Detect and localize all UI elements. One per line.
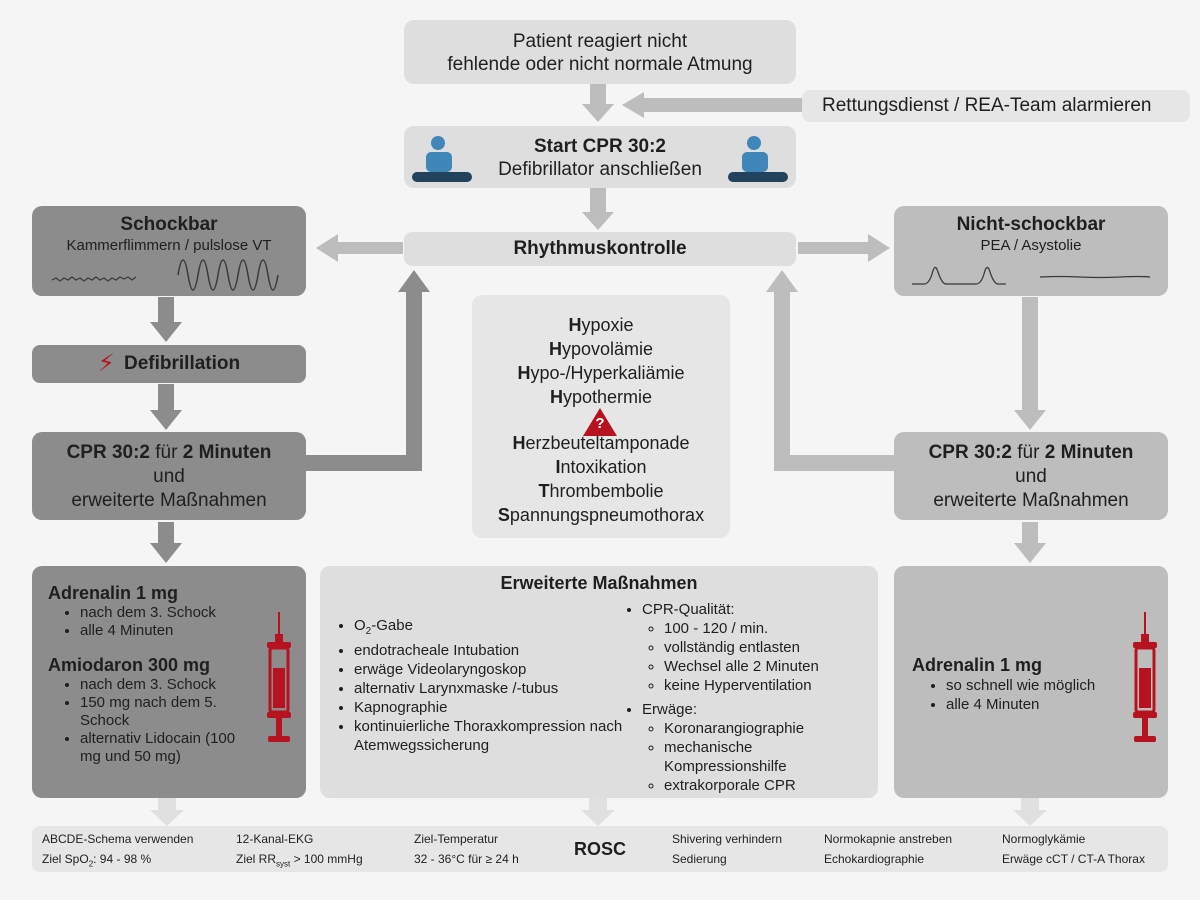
syringe-icon-right xyxy=(1133,612,1157,742)
cpr-quality-label: CPR-Qualität: 100 - 120 / min. vollständ… xyxy=(642,600,862,695)
left-amiodaron-title: Amiodaron 300 mg xyxy=(48,655,211,675)
consider-label: Erwäge: Koronarangiographie mechanische … xyxy=(642,700,862,795)
measure-item: endotracheale Intubation xyxy=(354,641,630,660)
cpr-quality-item: vollständig entlasten xyxy=(664,638,862,657)
left-adrenalin-title: Adrenalin 1 mg xyxy=(48,583,179,603)
alarm-text: Rettungsdienst / REA-Team alarmieren xyxy=(822,95,1152,116)
rosc-col-4: Shivering verhindern Sedierung xyxy=(672,832,783,866)
left-amiodaron-item: nach dem 3. Schock xyxy=(80,676,244,694)
cpr-right-und: und xyxy=(1015,466,1047,487)
defibrillation-label: Defibrillation xyxy=(124,353,241,374)
start-cpr-title: Start CPR 30:2 xyxy=(534,136,666,157)
patient-status-line2: fehlende oder nicht normale Atmung xyxy=(447,54,753,75)
left-amiodaron-item: 150 mg nach dem 5. Schock xyxy=(80,694,244,730)
lightning-icon: ⚡︎ xyxy=(97,350,115,377)
cpr-quality-item: Wechsel alle 2 Minuten xyxy=(664,657,862,676)
shockable-title: Schockbar xyxy=(120,214,218,235)
cause-spannungspneumothorax: Spannungspneumothorax xyxy=(497,505,705,525)
consider-item: extrakorporale CPR xyxy=(664,776,862,795)
patient-status-box: Patient reagiert nicht fehlende oder nic… xyxy=(404,20,796,84)
cause-herzbeutel: Herzbeuteltamponade xyxy=(512,433,690,453)
rhythm-check-box: Rhythmuskontrolle xyxy=(404,232,796,266)
cpr-quality-item: 100 - 120 / min. xyxy=(664,619,862,638)
cause-intoxikation: Intoxikation xyxy=(555,457,647,477)
cpr-left-ratio: CPR 30:2 xyxy=(66,442,150,463)
consider-item: mechanische Kompressionshilfe xyxy=(664,738,814,776)
extended-measures-box: Erweiterte Maßnahmen O2-Gabe endotrachea… xyxy=(320,566,878,798)
left-adrenalin-item: alle 4 Minuten xyxy=(80,622,218,640)
cpr-right-duration: 2 Minuten xyxy=(1044,442,1134,463)
cause-hypothermie: Hypothermie xyxy=(549,387,653,407)
extended-measures-title: Erweiterte Maßnahmen xyxy=(500,573,698,593)
rosc-col-5: Normokapnie anstreben Echokardiographie xyxy=(824,832,953,866)
start-cpr-subtitle: Defibrillator anschließen xyxy=(498,159,702,180)
start-cpr-box: Start CPR 30:2 Defibrillator anschließen xyxy=(404,126,796,188)
right-adrenalin-item: alle 4 Minuten xyxy=(946,695,1112,714)
rhythm-check-label: Rhythmuskontrolle xyxy=(513,238,687,259)
rosc-col-3: Ziel-Temperatur 32 - 36°C für ≥ 24 h xyxy=(414,832,519,866)
alarm-box: Rettungsdienst / REA-Team alarmieren xyxy=(802,90,1190,122)
cause-kaliaemie: Hypo-/Hyperkaliämie xyxy=(517,363,685,383)
cpr-2min-left-box: CPR 30:2 für 2 Minuten und erweiterte Ma… xyxy=(32,432,306,520)
reversible-causes-box: Hypoxie Hypovolämie Hypo-/Hyperkaliämie … xyxy=(472,295,730,538)
measure-item: kontinuierliche Thoraxkompression nach A… xyxy=(354,717,630,755)
cpr-person-icon-left xyxy=(412,136,472,182)
rosc-col-1: ABCDE-Schema verwenden Ziel SpO2: 94 - 9… xyxy=(42,832,194,869)
measure-item: alternativ Larynxmaske /-tubus xyxy=(354,679,630,698)
left-medication-box: Adrenalin 1 mg nach dem 3. Schock alle 4… xyxy=(32,566,306,798)
nonshockable-title: Nicht-schockbar xyxy=(956,214,1106,235)
cpr-left-measures: erweiterte Maßnahmen xyxy=(71,490,267,511)
cause-thrombembolie: Thrombembolie xyxy=(538,481,664,501)
warning-triangle-icon xyxy=(583,408,617,436)
shockable-box: Schockbar Kammerflimmern / pulslose VT xyxy=(32,206,306,296)
rosc-title: ROSC xyxy=(573,839,626,859)
right-adrenalin-item: so schnell wie möglich xyxy=(946,676,1112,695)
consider-item: Koronarangiographie xyxy=(664,719,862,738)
patient-status-line1: Patient reagiert nicht xyxy=(512,31,688,52)
cpr-left-duration: 2 Minuten xyxy=(182,442,272,463)
cpr-left-und: und xyxy=(153,466,185,487)
warning-question-mark: ? xyxy=(595,415,605,432)
cpr-right-ratio: CPR 30:2 xyxy=(928,442,1012,463)
cpr-person-icon-right xyxy=(728,136,788,182)
syringe-icon-left xyxy=(267,612,291,742)
rosc-bar: ABCDE-Schema verwenden Ziel SpO2: 94 - 9… xyxy=(32,826,1168,872)
rosc-col-2: 12-Kanal-EKG Ziel RRsyst > 100 mmHg xyxy=(236,832,363,869)
cause-hypoxie: Hypoxie xyxy=(568,315,634,335)
nonshockable-box: Nicht-schockbar PEA / Asystolie xyxy=(894,206,1168,296)
cause-hypovolaemie: Hypovolämie xyxy=(548,339,654,359)
shockable-subtitle: Kammerflimmern / pulslose VT xyxy=(66,237,272,254)
left-adrenalin-item: nach dem 3. Schock xyxy=(80,604,218,622)
right-medication-box: Adrenalin 1 mg so schnell wie möglich al… xyxy=(894,566,1168,798)
defibrillation-box: ⚡︎ Defibrillation xyxy=(32,345,306,383)
pea-asystole-ecg-icon xyxy=(912,266,1151,285)
measure-item: erwäge Videolaryngoskop xyxy=(354,660,630,679)
nonshockable-subtitle: PEA / Asystolie xyxy=(980,237,1082,254)
cpr-right-fuer: für xyxy=(1012,442,1045,463)
right-adrenalin-title: Adrenalin 1 mg xyxy=(912,655,1043,675)
rosc-col-6: Normoglykämie Erwäge cCT / CT-A Thorax xyxy=(1002,832,1145,866)
cpr-left-fuer: für xyxy=(150,442,183,463)
cpr-right-measures: erweiterte Maßnahmen xyxy=(933,490,1129,511)
cpr-2min-right-box: CPR 30:2 für 2 Minuten und erweiterte Ma… xyxy=(894,432,1168,520)
measure-o2: O2-Gabe xyxy=(354,616,630,641)
cpr-quality-item: keine Hyperventilation xyxy=(664,676,862,695)
left-amiodaron-item: alternativ Lidocain (100 mg und 50 mg) xyxy=(80,730,244,766)
measure-item: Kapnographie xyxy=(354,698,630,717)
vf-ecg-icon xyxy=(51,259,279,291)
